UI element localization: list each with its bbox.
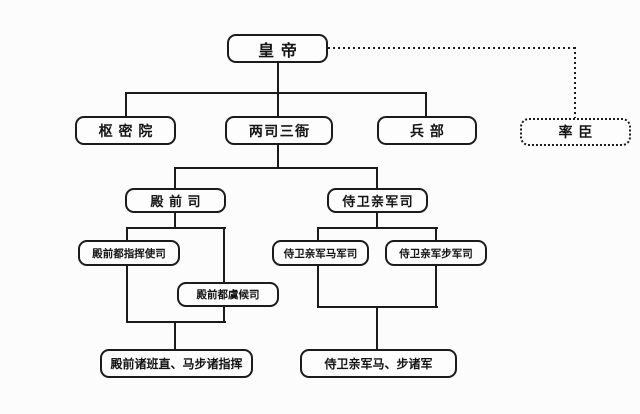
edge-emperor-shuaichen-horizontal-dotted [328,47,576,49]
node-shiwei-qinjun-si-label: 侍卫亲军司 [342,195,414,210]
edge-row2-horizontal [125,92,427,94]
node-shuai-chen: 率臣 [520,118,631,146]
edge-dianqian-si-down [174,213,176,229]
edge-right-branch-left-leg [317,227,319,308]
node-ministry-of-war-label: 兵部 [410,123,450,140]
node-du-zhihuishi-label: 殿前都指挥使司 [92,247,166,260]
node-shiwei-qinjun-si: 侍卫亲军司 [327,188,428,213]
node-two-commands-label: 两司三衙 [248,123,311,140]
edge-left-branch-to-bottom-box [174,321,176,350]
node-privy-council-label: 枢密院 [98,123,159,140]
node-bujun-label: 侍卫亲军步军司 [399,247,473,260]
edge-drop-ministry-of-war [425,92,427,117]
edge-emperor-down [277,62,279,93]
node-ministry-of-war: 兵部 [377,116,477,145]
node-emperor-label: 皇帝 [258,40,304,60]
edge-drop-dianqian-si [174,167,176,189]
node-shiwei-qinjun-majun-si: 侍卫亲军马军司 [272,240,369,266]
edge-emperor-shuaichen-vertical-dotted [574,47,576,119]
node-dianqian-du-yuhou-si: 殿前都虞候司 [177,282,279,307]
edge-drop-two-commands [277,92,279,117]
node-privy-council: 枢密院 [75,116,176,145]
node-shiwei-qinjun-bujun-si: 侍卫亲军步军司 [385,240,487,266]
edge-two-commands-down [277,145,279,169]
node-shuai-chen-label: 率臣 [558,125,599,141]
edge-left-branch-left-leg [126,227,128,323]
edge-right-branch-top [317,227,438,229]
node-dianqian-zhujun-label: 殿前诸班直、马步诸指挥 [110,357,243,371]
edge-drop-shiwei-qinjun-si [376,167,378,189]
node-du-yuhou-label: 殿前都虞候司 [196,289,260,301]
edge-left-branch-top [126,227,226,229]
edge-row3-horizontal [174,167,378,169]
node-emperor: 皇帝 [227,34,328,63]
edge-left-branch-right-leg [223,227,225,323]
node-dianqian-si-label: 殿前司 [150,195,206,210]
node-shiwei-qinjun-ma-bu-zhujun: 侍卫亲军马、步诸军 [300,349,457,378]
node-dianqian-si: 殿前司 [125,188,226,213]
node-two-commands-three-bureaus: 两司三衙 [225,116,333,145]
edge-right-branch-right-leg [435,227,437,308]
node-majun-label: 侍卫亲军马军司 [283,247,358,260]
node-shiwei-zhujun-label: 侍卫亲军马、步诸军 [324,357,433,371]
node-dianqian-du-zhihuishi-si: 殿前都指挥使司 [78,240,180,266]
edge-shiwei-qinjun-si-down [376,213,378,229]
node-dianqian-zhubanzhi-mabu-zhuzhihui: 殿前诸班直、马步诸指挥 [100,349,253,378]
edge-drop-privy-council [125,92,127,117]
edge-right-branch-to-bottom-box [376,306,378,350]
edge-left-branch-bottom [126,321,226,323]
